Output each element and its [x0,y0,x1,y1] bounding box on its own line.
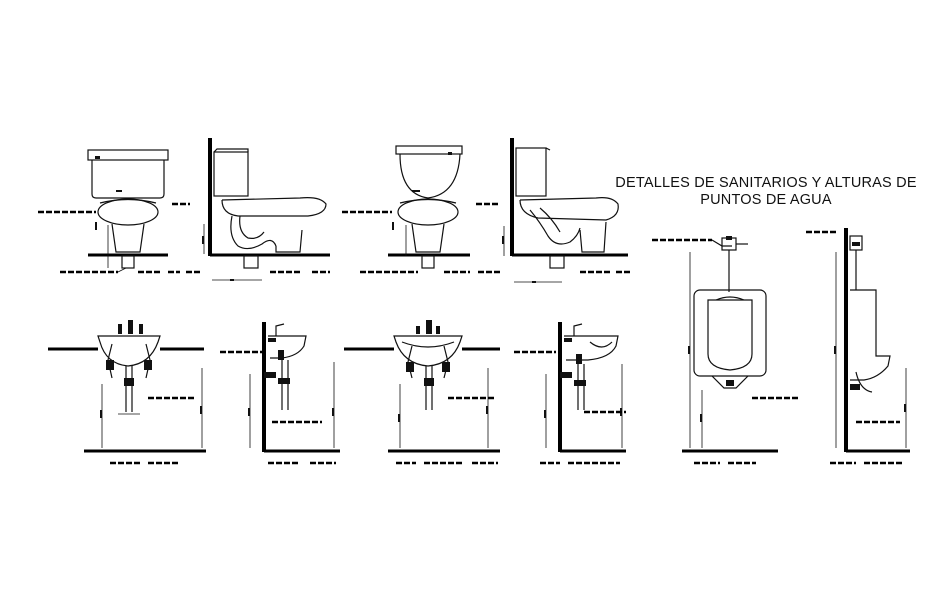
toilet-side-view-2 [476,138,632,283]
lavatory-front-view-1 [48,320,206,465]
urinal-side-view [806,228,910,465]
drawing-title-line-2: PUNTOS DE AGUA [700,192,832,208]
drawing-title-line-1: DETALLES DE SANITARIOS Y ALTURAS DE [615,175,917,191]
lavatory-side-view-1 [220,322,340,465]
toilet-front-view-2 [342,145,502,274]
lavatory-side-view-2 [514,322,626,465]
toilet-front-view-1 [38,149,200,274]
urinal-front-view [652,236,800,465]
toilet-side-view-1 [172,138,330,281]
lavatory-front-view-2 [344,320,500,465]
